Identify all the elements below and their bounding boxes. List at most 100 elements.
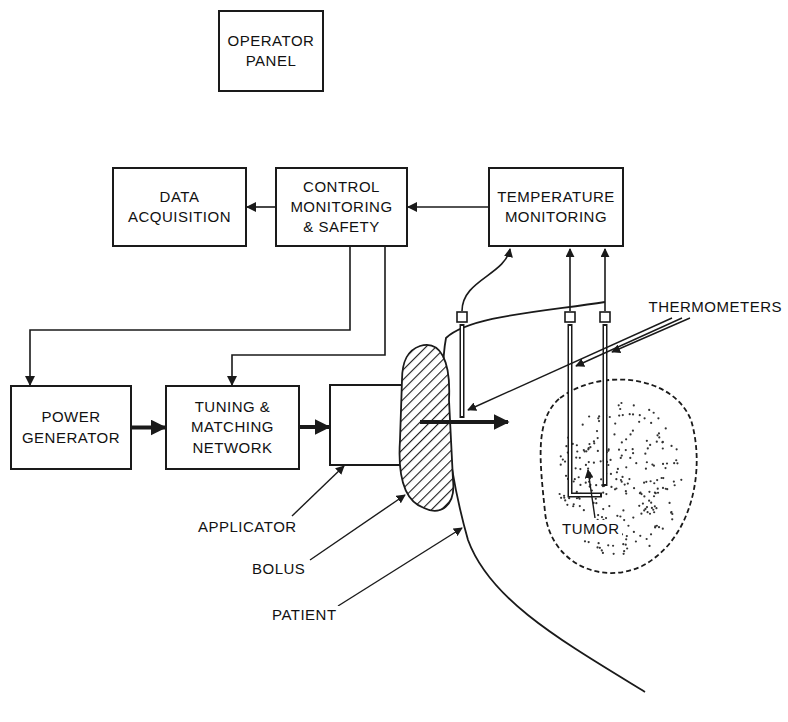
stipple-dot	[560, 464, 562, 466]
stipple-dot	[559, 493, 561, 495]
stipple-dot	[625, 466, 627, 468]
stipple-dot	[666, 462, 668, 464]
stipple-dot	[671, 518, 673, 520]
stipple-dot	[597, 514, 599, 516]
box-label: DATA ACQUISITION	[120, 187, 239, 228]
stipple-dot	[656, 434, 658, 436]
box-label: CONTROL MONITORING & SAFETY	[283, 177, 400, 238]
stipple-dot	[655, 492, 657, 494]
stipple-dot	[649, 444, 651, 446]
stipple-dot	[564, 499, 566, 501]
power-flow-arrow	[300, 425, 329, 429]
stipple-dot	[657, 492, 659, 494]
box-label: TUNING & MATCHING NETWORK	[173, 397, 292, 458]
stipple-dot	[608, 448, 610, 450]
stipple-dot	[638, 421, 640, 423]
stipple-dot	[560, 497, 562, 499]
stipple-dot	[632, 430, 634, 432]
stipple-dot	[579, 457, 581, 459]
stipple-dot	[612, 545, 614, 547]
stipple-dot	[664, 467, 666, 469]
stipple-dot	[653, 412, 655, 414]
stipple-dot	[575, 457, 577, 459]
stipple-dot	[651, 463, 653, 465]
stipple-dot	[595, 502, 597, 504]
stipple-dot	[619, 515, 621, 517]
stipple-dot	[646, 440, 648, 442]
stipple-dot	[675, 459, 677, 461]
stipple-dot	[646, 538, 648, 540]
stipple-dot	[609, 459, 611, 461]
stipple-dot	[563, 495, 565, 497]
stipple-dot	[593, 462, 595, 464]
stipple-dot	[574, 478, 576, 480]
stipple-dot	[625, 438, 627, 440]
stipple-dot	[635, 540, 637, 542]
stipple-dot	[662, 447, 664, 449]
stipple-dot	[621, 481, 623, 483]
stipple-dot	[615, 478, 617, 480]
stipple-dot	[657, 488, 659, 490]
stipple-dot	[625, 544, 627, 546]
stipple-dot	[600, 478, 602, 480]
signal-line	[30, 247, 350, 385]
stipple-dot	[661, 441, 663, 443]
stipple-dot	[653, 495, 655, 497]
stipple-dot	[648, 545, 650, 547]
stipple-dot	[607, 464, 609, 466]
bolus	[399, 345, 453, 511]
stipple-dot	[639, 492, 641, 494]
stipple-dot	[654, 491, 656, 493]
stipple-dot	[626, 535, 628, 537]
stipple-dot	[629, 433, 631, 435]
stipple-dot	[646, 511, 648, 513]
stipple-dot	[605, 493, 607, 495]
stipple-dot	[643, 495, 645, 497]
stipple-dot	[646, 506, 648, 508]
stipple-dot	[653, 482, 655, 484]
stipple-dot	[598, 415, 600, 417]
stipple-dot	[579, 468, 581, 470]
stipple-dot	[640, 513, 642, 515]
stipple-dot	[597, 417, 599, 419]
box-label: POWER GENERATOR	[18, 407, 124, 448]
stipple-dot	[617, 468, 619, 470]
stipple-dot	[573, 503, 575, 505]
stipple-dot	[632, 448, 634, 450]
stipple-dot	[673, 462, 675, 464]
stipple-dot	[629, 413, 631, 415]
stipple-dot	[627, 525, 629, 527]
stipple-dot	[649, 513, 651, 515]
stipple-dot	[625, 449, 627, 451]
stipple-dot	[588, 461, 590, 463]
stipple-dot	[573, 480, 575, 482]
stipple-dot	[593, 440, 595, 442]
stipple-dot	[601, 549, 603, 551]
stipple-dot	[658, 432, 660, 434]
stipple-dot	[676, 462, 678, 464]
thermometers-label: THERMOMETERS	[647, 298, 785, 316]
control-box: CONTROL MONITORING & SAFETY	[275, 167, 408, 247]
stipple-dot	[656, 479, 658, 481]
stipple-dot	[599, 547, 601, 549]
stipple-dot	[657, 417, 659, 419]
stipple-dot	[623, 550, 625, 552]
stipple-dot	[614, 488, 616, 490]
stipple-dot	[622, 414, 624, 416]
stipple-dot	[622, 543, 624, 545]
stipple-dot	[600, 460, 602, 462]
stipple-dot	[623, 553, 625, 555]
stipple-dot	[602, 552, 604, 554]
sensor-lead	[462, 249, 510, 311]
operator-panel-box: OPERATOR PANEL	[218, 10, 324, 92]
stipple-dot	[609, 416, 611, 418]
stipple-dot	[647, 447, 649, 449]
stipple-dot	[616, 515, 618, 517]
signal-line	[247, 206, 275, 208]
stipple-dot	[650, 480, 652, 482]
stipple-dot	[613, 433, 615, 435]
stipple-dot	[595, 498, 597, 500]
stipple-dot	[665, 427, 667, 429]
stipple-dot	[605, 517, 607, 519]
thermometer-probes	[457, 312, 610, 495]
